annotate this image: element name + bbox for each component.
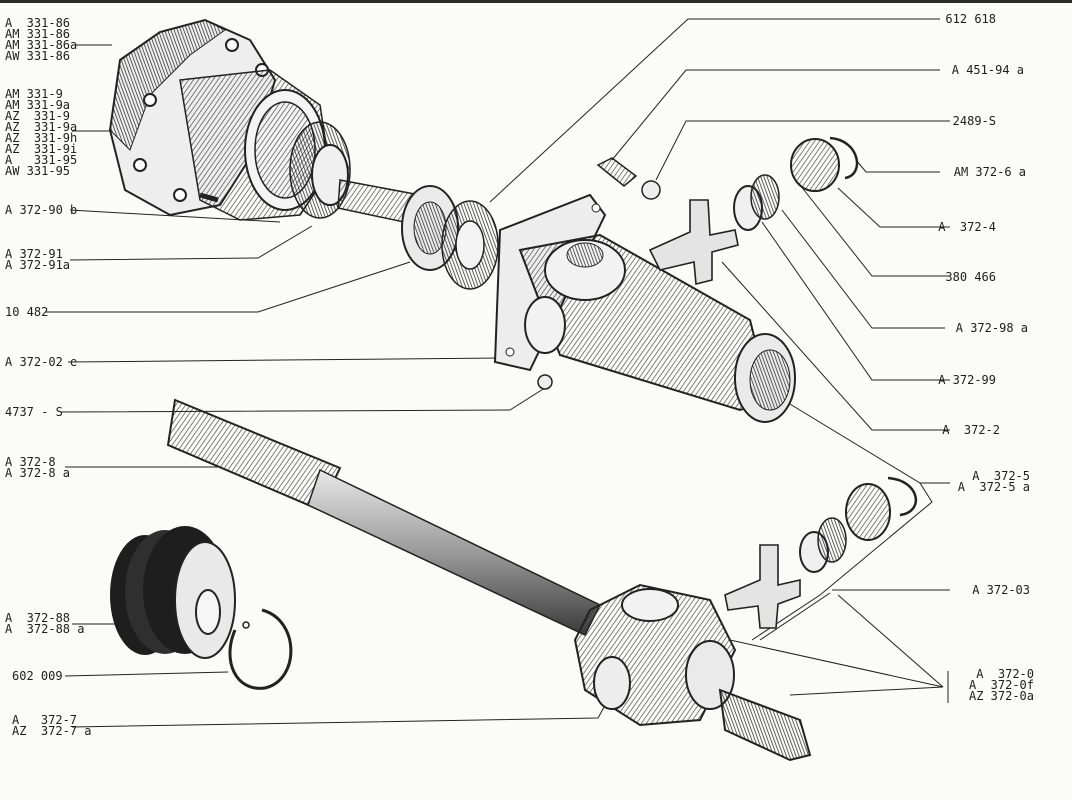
part-label-left: AZ 331-9 xyxy=(5,109,71,123)
bell-housing xyxy=(108,18,351,221)
yoke-housing xyxy=(493,193,796,423)
part-label-left: A 372-91 xyxy=(5,247,63,261)
part-label-left: AZ 331-9a xyxy=(5,120,78,134)
part-label-left: 602 009 xyxy=(12,669,63,683)
part-label-right: A 451-94 a xyxy=(951,63,1024,77)
circlip xyxy=(228,608,293,690)
part-label-left: AM 331-86 xyxy=(5,27,71,41)
leader-lines-right xyxy=(489,18,950,703)
part-label-left: AZ 331-9h xyxy=(5,131,78,145)
part-label-left: 10 482 xyxy=(5,305,49,319)
part-label-left: A 372-02 e xyxy=(5,355,78,369)
top-border xyxy=(0,0,1072,3)
stub-shaft-and-bearings xyxy=(337,179,499,290)
rubber-boot xyxy=(110,526,236,659)
lower-universal-joint xyxy=(573,476,918,762)
part-label-left: AW 331-95 xyxy=(5,164,71,178)
part-label-right: A 372-2 xyxy=(942,423,1000,437)
part-label-left: A 372-90 b xyxy=(5,203,78,217)
part-label-right: A 372-98 a xyxy=(955,321,1028,335)
part-label-left: A 372-8 xyxy=(5,455,56,469)
part-label-right: A 372-99 xyxy=(938,373,996,387)
part-label-left: AM 331-9 xyxy=(5,87,63,101)
part-label-left: A 372-8 a xyxy=(5,466,71,480)
part-label-right: 380 466 xyxy=(945,270,996,284)
part-label-left: AZ 331-9i xyxy=(5,142,78,156)
part-label-left: 4737 - S xyxy=(5,405,63,419)
part-label-right: AM 372-6 a xyxy=(953,165,1026,179)
part-label-right: A 372-0f xyxy=(968,678,1034,692)
part-label-right: A 372-5 xyxy=(972,469,1030,483)
part-label-left: AM 331-9a xyxy=(5,98,71,112)
part-label-left: AW 331-86 xyxy=(5,49,71,63)
part-label-right: A 372-03 xyxy=(972,583,1030,597)
part-label-right: A 372-4 xyxy=(938,220,996,234)
part-label-left: A 372-88 a xyxy=(5,622,85,636)
part-label-right: 2489-S xyxy=(952,114,996,128)
part-label-right: AZ 372-0a xyxy=(968,689,1034,703)
part-label-right: A 372-0 xyxy=(976,667,1034,681)
part-label-left: A 372-7 xyxy=(12,713,78,727)
part-label-right: 612 618 xyxy=(945,12,996,26)
small-parts xyxy=(537,136,859,390)
part-label-left: AM 331-86a xyxy=(5,38,78,52)
part-label-left: A 372-91a xyxy=(5,258,71,272)
part-label-left: A 331-95 xyxy=(5,153,78,167)
part-label-left: A 372-88 xyxy=(5,611,71,625)
part-label-left: AZ 372-7 a xyxy=(12,724,92,738)
part-label-right: A 372-5 a xyxy=(957,480,1030,494)
part-label-left: A 331-86 xyxy=(5,16,71,30)
